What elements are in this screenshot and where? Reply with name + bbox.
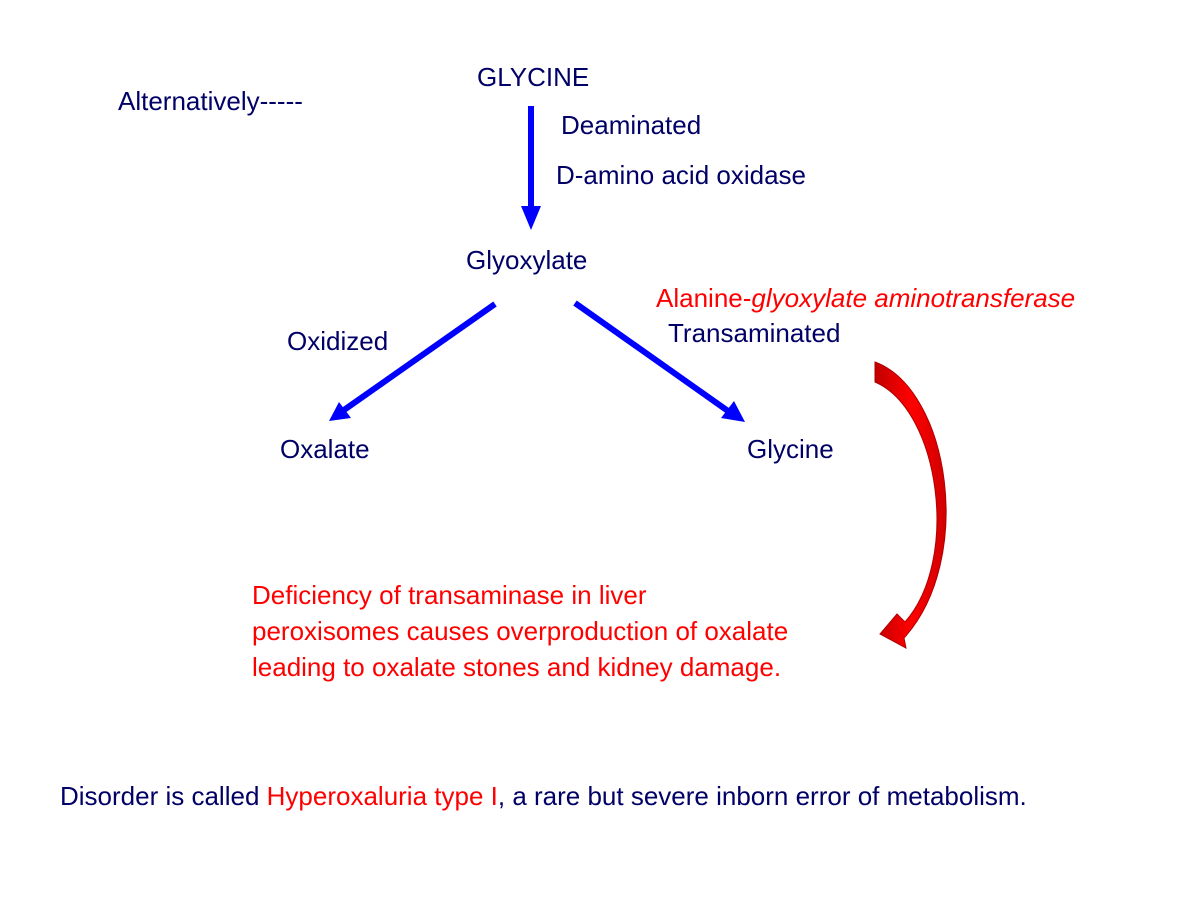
oxalate-label: Oxalate bbox=[280, 434, 370, 464]
enzyme-italic: glyoxylate aminotransferase bbox=[751, 283, 1076, 313]
deficiency-line: Deficiency of transaminase in liver bbox=[252, 580, 647, 610]
arrow-glyoxylate-to-oxalate bbox=[329, 301, 497, 421]
arrow-curved-red bbox=[874, 361, 947, 649]
glycine-top-label: GLYCINE bbox=[477, 62, 590, 92]
glycine-bottom-label: Glycine bbox=[747, 434, 834, 464]
arrow-glyoxylate-to-glycine bbox=[573, 300, 745, 422]
enzyme-prefix: Alanine- bbox=[656, 283, 752, 313]
disorder-name: Hyperoxaluria type I bbox=[266, 781, 498, 811]
footer-prefix: Disorder is called bbox=[60, 781, 267, 811]
oxidized-label: Oxidized bbox=[287, 326, 389, 356]
glyoxylate-label: Glyoxylate bbox=[466, 245, 588, 275]
footer-suffix: , a rare but severe inborn error of meta… bbox=[497, 781, 1027, 811]
alternatively-label: Alternatively----- bbox=[118, 86, 303, 116]
transaminated-label: Transaminated bbox=[668, 318, 841, 348]
footer-statement: Disorder is called Hyperoxaluria type I,… bbox=[60, 783, 1027, 809]
enzyme-label: Alanine-glyoxylate aminotransferase bbox=[656, 285, 1075, 311]
deaminated-label: Deaminated bbox=[561, 110, 702, 140]
deficiency-text: Deficiency of transaminase in liver pero… bbox=[252, 577, 788, 685]
d-amino-acid-oxidase-label: D-amino acid oxidase bbox=[556, 160, 807, 190]
arrow-glycine-to-glyoxylate bbox=[521, 106, 541, 230]
deficiency-line: peroxisomes causes overproduction of oxa… bbox=[252, 616, 789, 646]
deficiency-line: leading to oxalate stones and kidney dam… bbox=[252, 652, 782, 682]
